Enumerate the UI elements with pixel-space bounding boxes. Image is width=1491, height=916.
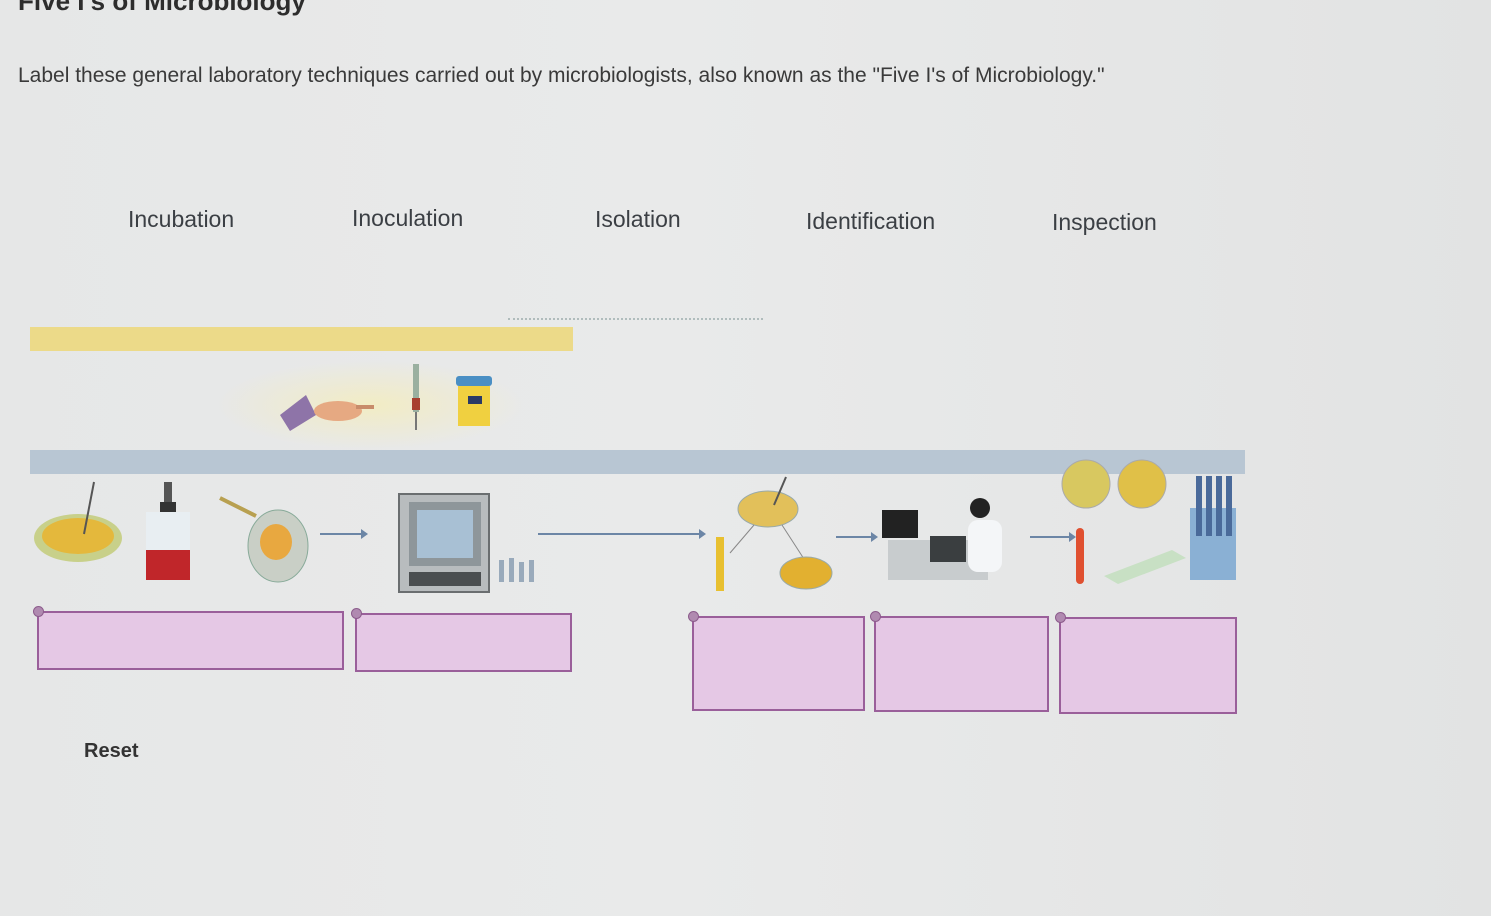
test-tube-rack-icon <box>499 558 534 582</box>
label-inspection[interactable]: Inspection <box>1052 209 1157 235</box>
swab-hand-icon <box>280 395 374 431</box>
colony-plates-icon <box>1061 459 1167 509</box>
instructions: Label these general laboratory technique… <box>18 64 1105 87</box>
petri-dish-icon <box>34 481 122 562</box>
label-inoculation[interactable]: Inoculation <box>352 205 464 231</box>
pin-icon <box>870 611 881 622</box>
label-bank: Incubation Inoculation Isolation Identif… <box>0 200 1300 240</box>
syringe-icon <box>412 364 420 430</box>
drop-zone-2[interactable] <box>351 608 572 672</box>
process-band <box>30 450 1245 474</box>
label-incubation[interactable]: Incubation <box>128 206 235 232</box>
embryonated-egg-icon <box>219 496 309 583</box>
test-tube-icon <box>1076 528 1084 584</box>
drop-zone-3[interactable] <box>688 611 865 711</box>
specimen-collection-band <box>30 327 573 351</box>
drop-zone-5[interactable] <box>1055 612 1237 714</box>
arrow-to-isolation <box>538 529 706 539</box>
arrow-to-inspection <box>1030 532 1076 542</box>
test-strip-icon <box>1104 550 1186 584</box>
reset-button[interactable]: Reset <box>84 740 139 762</box>
tube-array-icon <box>1190 476 1236 580</box>
arrow-to-identification <box>836 532 878 542</box>
label-identification[interactable]: Identification <box>806 208 936 234</box>
arrow-to-incubator <box>320 529 368 539</box>
label-isolation[interactable]: Isolation <box>595 206 681 232</box>
isolation-plates-icon <box>716 476 833 591</box>
pin-icon <box>1055 612 1066 623</box>
faint-caption-line <box>508 318 763 324</box>
pin-icon <box>688 611 699 622</box>
microscopist-icon <box>882 498 1002 580</box>
drop-zone-4[interactable] <box>870 611 1049 712</box>
process-diagram <box>0 300 1300 730</box>
pin-icon <box>33 606 44 617</box>
specimen-cup-icon <box>456 376 492 426</box>
drop-zone-1[interactable] <box>33 606 344 670</box>
blood-culture-bottle-icon <box>146 482 190 580</box>
pin-icon <box>351 608 362 619</box>
page-title: Five I's of Microbiology <box>18 0 306 16</box>
incubator-icon <box>398 493 490 593</box>
